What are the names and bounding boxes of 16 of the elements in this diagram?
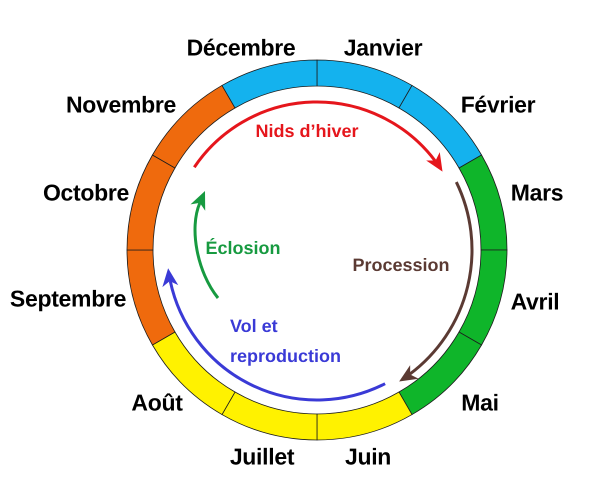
phase-label: Éclosion: [206, 237, 280, 260]
month-label: Novembre: [66, 93, 176, 116]
month-label: Janvier: [344, 36, 422, 60]
month-label: Février: [460, 93, 536, 116]
month-label: Juin: [344, 445, 392, 468]
month-label: Mai: [461, 392, 499, 414]
month-label: Mars: [510, 182, 564, 204]
month-label: Août: [131, 392, 183, 414]
month-label: Juillet: [230, 445, 294, 468]
phase-label: Vol et reproduction: [230, 315, 342, 368]
month-label: Octobre: [42, 182, 130, 204]
phase-label: Procession: [352, 254, 450, 277]
month-label: Septembre: [10, 288, 126, 310]
month-label: Avril: [510, 290, 560, 314]
phase-label: Nids d’hiver: [255, 120, 359, 143]
month-label: Décembre: [186, 36, 296, 60]
